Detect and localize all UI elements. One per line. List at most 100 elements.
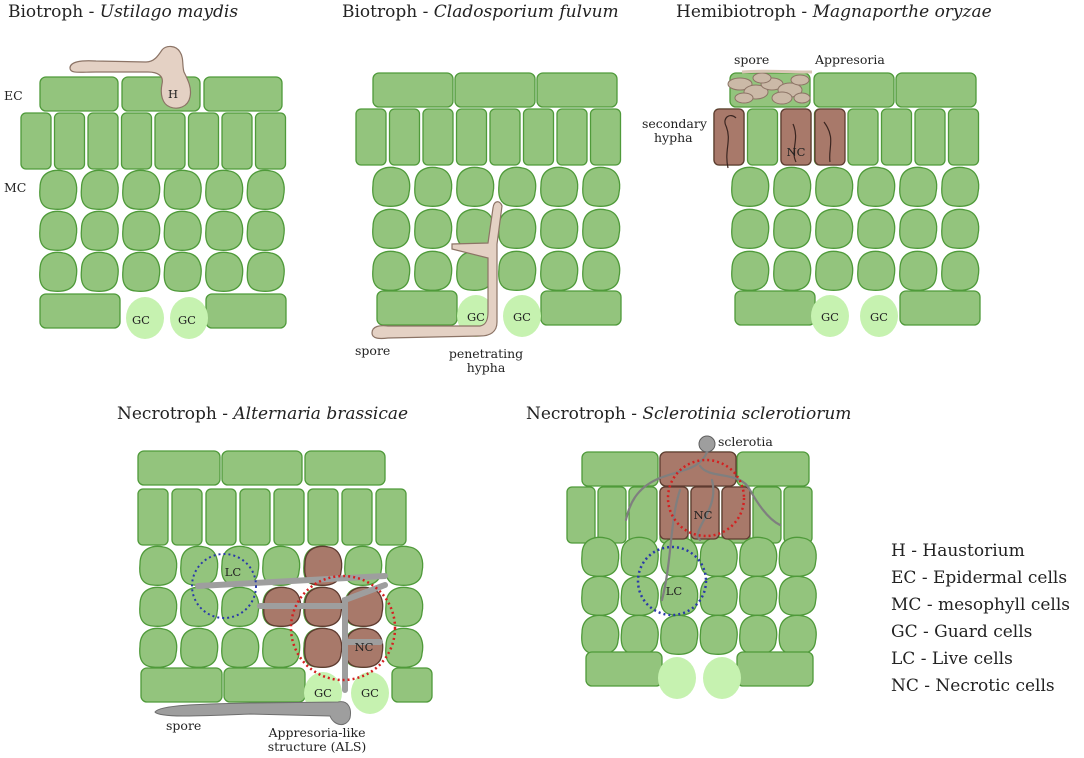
legend-item: LC - Live cells <box>891 649 1013 669</box>
guard-cell <box>703 657 741 699</box>
epidermal-cell <box>137 488 169 546</box>
mesophyll-cell <box>540 208 579 249</box>
mesophyll-cell <box>660 536 699 577</box>
panel-title-magnaporthe: Hemibiotroph - Magnaporthe oryzae <box>676 2 992 22</box>
mesophyll-cell <box>739 536 778 577</box>
guard-cell <box>860 295 898 337</box>
necrotic-cell <box>659 451 737 487</box>
mesophyll-cell <box>246 169 285 210</box>
mesophyll-cell <box>372 208 411 249</box>
guard-cell <box>658 657 696 699</box>
epidermal-cell <box>39 293 121 329</box>
mesophyll-cell <box>221 586 260 627</box>
epidermal-cell <box>589 108 622 166</box>
mesophyll-cell <box>180 545 219 586</box>
mesophyll-cell <box>205 251 244 292</box>
mesophyll-cell <box>773 250 812 291</box>
guard-cell-label: GC <box>178 313 196 327</box>
mesophyll-cell <box>414 208 453 249</box>
mesophyll-cell <box>731 208 770 249</box>
mesophyll-cell <box>39 210 78 251</box>
epidermal-cell <box>137 450 221 486</box>
mesophyll-cell <box>414 166 453 207</box>
mesophyll-cell <box>778 536 817 577</box>
mesophyll-cell <box>139 586 178 627</box>
mesophyll-cell <box>205 210 244 251</box>
mesophyll-cell <box>581 575 620 616</box>
epidermal-cell <box>187 112 220 170</box>
mesophyll-cell <box>262 627 301 668</box>
mesophyll-cell <box>778 575 817 616</box>
epidermal-cell <box>307 488 339 546</box>
epidermal-cell <box>585 651 663 687</box>
epidermal-cell <box>388 108 421 166</box>
necrotic-cell <box>721 486 751 540</box>
mesophyll-cell <box>941 250 980 291</box>
epidermal-cell <box>880 108 913 166</box>
mesophyll-cell <box>122 210 161 251</box>
mesophyll-cell <box>815 250 854 291</box>
epidermal-cell <box>205 293 287 329</box>
epidermal-cell <box>372 72 454 108</box>
mesophyll-cell <box>385 586 424 627</box>
epidermal-cell <box>455 108 488 166</box>
epidermal-cell <box>171 488 203 546</box>
legend-item: EC - Epidermal cells <box>891 568 1068 588</box>
mesophyll-cell <box>540 250 579 291</box>
guard-cell-label: GC <box>132 313 150 327</box>
necrotic-cell-circle <box>666 458 746 538</box>
spore <box>741 69 813 74</box>
epidermal-cell <box>847 108 879 166</box>
epidermal-cell <box>914 108 946 166</box>
guard-cell <box>351 672 389 714</box>
mesophyll-cell <box>456 166 495 207</box>
epidermal-cell <box>20 112 52 170</box>
mesophyll-cell <box>372 250 411 291</box>
mesophyll-cell <box>699 536 738 577</box>
legend-item: GC - Guard cells <box>891 622 1033 642</box>
mesophyll-cell <box>739 575 778 616</box>
epidermal-cell <box>581 451 659 487</box>
live-cell-label: LC <box>224 565 242 579</box>
mesophyll-cell <box>582 250 621 291</box>
mesophyll-cell <box>857 250 896 291</box>
guard-cell-label: GC <box>361 686 379 700</box>
mesophyll-cell <box>163 210 202 251</box>
guard-cell <box>170 297 208 339</box>
spore-label: spore <box>166 718 202 733</box>
mesophyll-cell <box>620 575 659 616</box>
mesophyll-cell <box>139 545 178 586</box>
mc-label: MC <box>4 180 27 195</box>
mesophyll-cell <box>163 169 202 210</box>
mesophyll-cell <box>122 251 161 292</box>
mesophyll-cell <box>857 208 896 249</box>
mesophyll-cell <box>660 575 699 616</box>
epidermal-cell <box>536 72 618 108</box>
mesophyll-cell <box>80 251 119 292</box>
epidermal-cell <box>489 108 521 166</box>
mesophyll-cell <box>385 545 424 586</box>
epidermal-cell <box>391 667 433 703</box>
mesophyll-cell <box>731 250 770 291</box>
epidermal-cell <box>120 112 153 170</box>
secondary-hypha <box>823 121 832 163</box>
guard-cell-label: GC <box>314 686 332 700</box>
epidermal-cell <box>746 108 779 166</box>
guard-cell <box>503 295 541 337</box>
epidermal-cell <box>203 76 283 112</box>
epidermal-cell <box>734 290 816 326</box>
epidermal-cell <box>376 290 458 326</box>
epidermal-cell <box>813 72 895 108</box>
epidermal-cell <box>221 112 253 170</box>
epidermal-cell <box>522 108 555 166</box>
panel-title-ustilago: Biotroph - Ustilago maydis <box>8 2 239 22</box>
penetrating-hypha-label-1: penetrating <box>448 346 524 361</box>
epidermal-cell <box>736 451 810 487</box>
panel-title-cladosporium: Biotroph - Cladosporium fulvum <box>342 2 619 22</box>
epidermal-cell <box>783 486 813 544</box>
epidermal-cell <box>304 450 386 486</box>
guard-cell-label: GC <box>513 310 531 324</box>
appresorium <box>752 72 772 84</box>
